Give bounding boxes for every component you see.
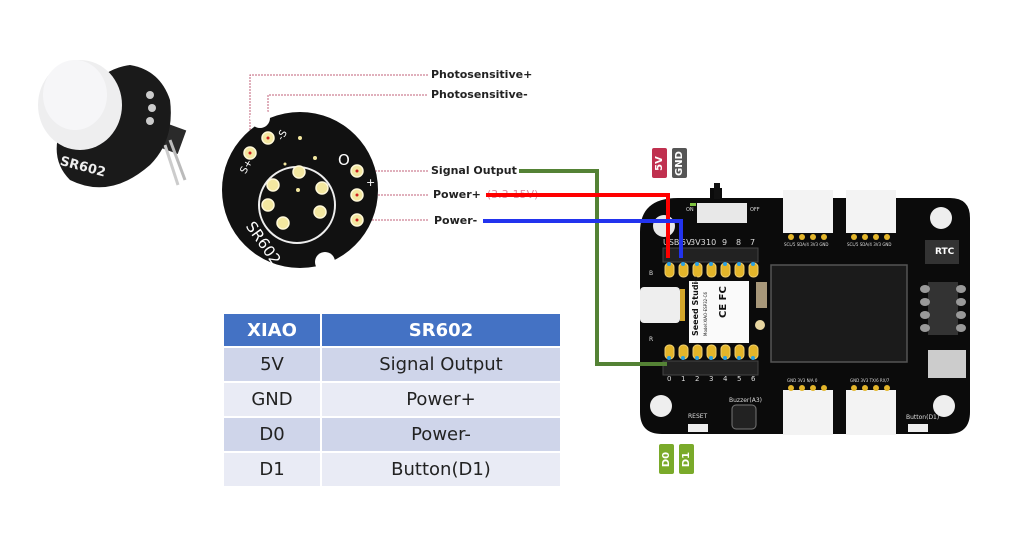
pin-label-power-minus: Power- <box>434 214 478 227</box>
rtc-label: RTC <box>935 247 955 257</box>
cell-sr602: Power- <box>321 418 560 451</box>
pin-label-power-plus-text: Power+ <box>433 188 481 201</box>
board-pin-bottom-5: 5 <box>737 375 742 383</box>
board-pin-bottom-4: 4 <box>723 375 728 383</box>
cell-sr602: Power+ <box>321 383 560 416</box>
table-header-row: XIAO SR602 <box>224 314 560 346</box>
board-pin-top-2: 3V3 <box>690 238 706 247</box>
board-pin-top-4: 9 <box>722 238 728 247</box>
header-xiao: XIAO <box>224 314 320 346</box>
tag-d0: D0 <box>659 444 674 474</box>
pin-label-photosensitive-minus: Photosensitive- <box>431 88 528 101</box>
cell-xiao: D1 <box>224 453 320 486</box>
cell-xiao: GND <box>224 383 320 416</box>
switch-off-label: OFF <box>750 207 760 213</box>
reset-label: RESET <box>688 413 708 420</box>
board-pin-top-5: 8 <box>736 238 742 247</box>
b-label: B <box>649 270 654 277</box>
switch-on-label: ON <box>686 207 694 213</box>
tag-gnd: GND <box>672 148 687 178</box>
board-pin-top-0: USB <box>663 238 680 247</box>
grove-tl-labels: SCL/5 SDA/4 3V3 GND <box>784 242 829 247</box>
sr602-board: SR602 S+ -S O + - <box>222 108 378 272</box>
tag-5v: 5V <box>652 148 667 178</box>
pin-label-signal-output: Signal Output <box>431 164 517 177</box>
pad-mark-out: O <box>338 151 350 169</box>
buzzer-label: Buzzer(A3) <box>729 397 762 404</box>
board-pin-bottom-6: 6 <box>751 375 756 383</box>
wire-power-plus <box>486 193 670 258</box>
board-pin-bottom-2: 2 <box>695 375 700 383</box>
cell-xiao: 5V <box>224 348 320 381</box>
pad-mark-minus: - <box>367 230 371 243</box>
board-pin-top-6: 7 <box>750 238 756 247</box>
board-pin-top-1: 5V <box>681 238 692 247</box>
header-sr602: SR602 <box>321 314 560 346</box>
tag-d1: D1 <box>679 444 694 474</box>
board-pin-bottom-1: 1 <box>681 375 686 383</box>
grove-bl-labels: GND 3V3 N/A 0 <box>787 378 818 383</box>
cell-sr602: Button(D1) <box>321 453 560 486</box>
grove-br-labels: GND 3V3 TX/6 RX/7 <box>850 378 890 383</box>
grove-tr-labels: SCL/5 SDA/4 3V3 GND <box>847 242 892 247</box>
board-pin-bottom-3: 3 <box>709 375 714 383</box>
board-pin-bottom-0: 0 <box>667 375 672 383</box>
wire-power-minus <box>483 219 683 258</box>
wire-signal-output <box>519 169 667 366</box>
cell-sr602: Signal Output <box>321 348 560 381</box>
sr602-photo: SR602 <box>38 60 187 188</box>
board-pin-top-3: 10 <box>706 238 717 247</box>
pad-mark-plus: + <box>366 176 375 189</box>
pin-label-photosensitive-plus: Photosensitive+ <box>431 68 533 81</box>
button-d1-label: Button(D1) <box>906 414 940 421</box>
r-label: R <box>649 336 654 343</box>
cell-xiao: D0 <box>224 418 320 451</box>
pad-mark-s-minus: -S <box>275 128 290 142</box>
